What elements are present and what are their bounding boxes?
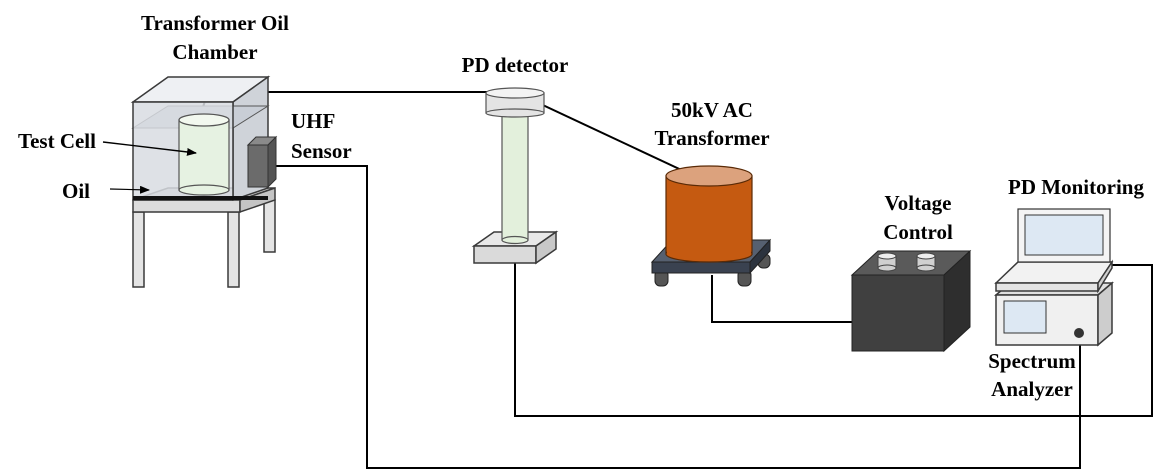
label-ac-line1: 50kV AC <box>671 98 753 122</box>
pd-detector-cap-top <box>485 87 545 99</box>
chamber-stand-front <box>132 199 241 213</box>
pd-detector-column <box>501 111 529 241</box>
wire-transformer-to-voltage <box>711 275 852 323</box>
chamber-bottom-strip <box>133 196 268 200</box>
label-uhf-line1: UHF <box>291 109 335 133</box>
label-pd-detector: PD detector <box>462 53 569 77</box>
pd-detector-column-bottom <box>501 235 529 245</box>
labels: Transformer Oil Chamber Test Cell Oil UH… <box>18 11 1144 401</box>
transformer-base-front <box>651 261 751 274</box>
test-cell-bottom <box>178 184 230 196</box>
pd-detector-cap-bottom <box>485 108 545 118</box>
analyzer-screen <box>1003 300 1047 334</box>
transformer-base-side <box>749 238 771 275</box>
test-cell-body <box>178 119 230 191</box>
wire-detector-to-monitor <box>514 263 1153 417</box>
label-chamber-line2: Chamber <box>172 40 257 64</box>
transformer-top <box>665 165 753 187</box>
test-cell-arrow <box>102 141 197 156</box>
laptop-base-front <box>995 282 1099 292</box>
uhf-sensor-side <box>267 135 277 189</box>
pd-detector-base-side <box>535 230 557 265</box>
pd-detector <box>471 87 559 265</box>
uhf-sensor <box>246 135 278 189</box>
voltage-knob-left <box>877 252 897 272</box>
test-cell <box>178 113 230 196</box>
chamber-leg-front-left <box>132 211 145 288</box>
transformer-body-fill <box>667 240 751 254</box>
chamber-leg-back-right <box>263 199 276 253</box>
voltage-box-side <box>943 249 971 353</box>
label-oil: Oil <box>62 179 90 203</box>
pd-monitoring-station <box>993 208 1115 347</box>
label-spectrum-line2: Analyzer <box>991 377 1073 401</box>
monitor-screen <box>1024 214 1104 256</box>
test-cell-top <box>178 113 230 127</box>
label-uhf-line2: Sensor <box>291 139 352 163</box>
uhf-sensor-front <box>247 144 269 188</box>
analyzer-port <box>1074 328 1084 338</box>
label-pd-monitoring: PD Monitoring <box>1008 175 1144 199</box>
label-test-cell: Test Cell <box>18 129 96 153</box>
ac-transformer <box>650 165 772 287</box>
wire-sensor-to-analyzer <box>275 165 1081 469</box>
label-voltage-line2: Control <box>883 220 953 244</box>
oil-arrow <box>109 185 150 194</box>
voltage-box-front <box>851 274 945 352</box>
label-voltage-line1: Voltage <box>885 191 952 215</box>
label-ac-line2: Transformer <box>654 126 769 150</box>
voltage-knob-right <box>916 252 936 272</box>
pd-detector-base-front <box>473 245 537 264</box>
laptop-base-top <box>994 261 1114 284</box>
analyzer-side <box>1097 281 1113 347</box>
chamber-leg-front-right <box>227 211 240 288</box>
label-spectrum-line1: Spectrum <box>988 349 1076 373</box>
voltage-control <box>850 249 972 353</box>
label-chamber-line1: Transformer Oil <box>141 11 289 35</box>
laptop-base-side <box>1097 259 1113 294</box>
